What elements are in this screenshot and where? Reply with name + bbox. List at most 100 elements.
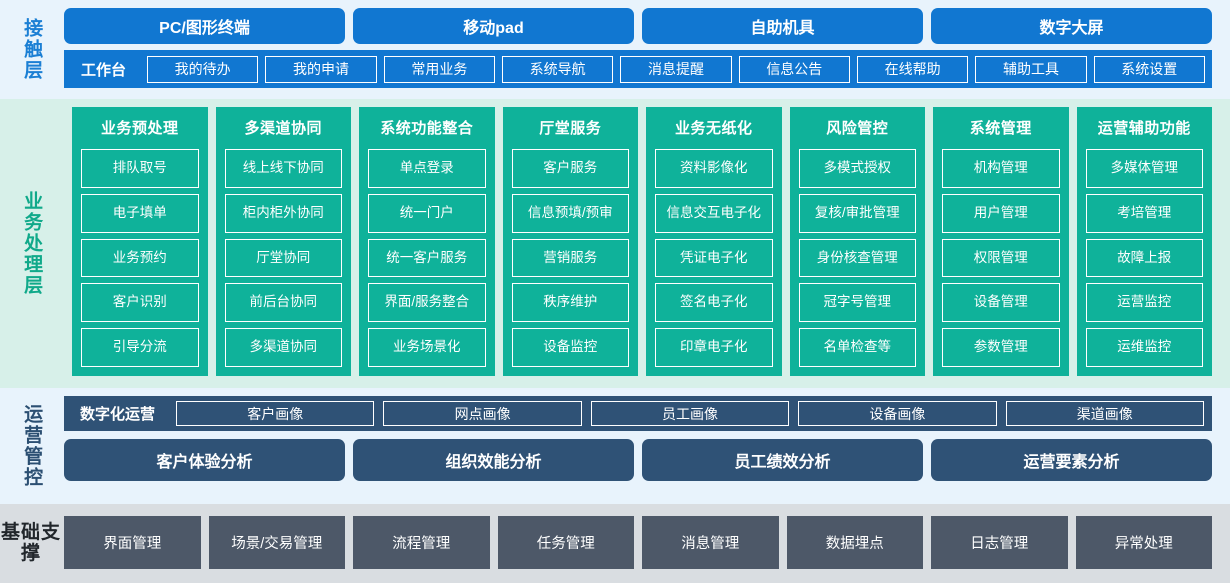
- operations-layer-side-label: 运营管控: [0, 388, 62, 504]
- base-item-data-tracking-label: 数据埋点: [825, 536, 884, 552]
- base-item-ui-management-label: 界面管理: [103, 536, 162, 552]
- business-column-lobby-service-title: 厅堂服务: [539, 120, 602, 137]
- base-item-data-tracking[interactable]: 数据埋点: [786, 516, 923, 569]
- business-column-system-integration: 系统功能整合 单点登录 统一门户 统一客户服务 界面/服务整合 业务场景化: [359, 107, 495, 376]
- business-item[interactable]: 业务场景化: [368, 328, 486, 367]
- analysis-item-customer-experience[interactable]: 客户体验分析: [64, 439, 345, 481]
- business-column-risk-control-title: 风险管控: [826, 120, 889, 137]
- business-item[interactable]: 参数管理: [942, 328, 1060, 367]
- business-item[interactable]: 多媒体管理: [1085, 149, 1203, 188]
- base-item-message-management[interactable]: 消息管理: [642, 516, 779, 569]
- business-column-multichannel: 多渠道协同 线上线下协同 柜内柜外协同 厅堂协同 前后台协同 多渠道协同: [215, 107, 351, 376]
- channel-row: PC/图形终端 移动pad 自助机具 数字大屏: [64, 8, 1212, 44]
- digital-operations-row: 数字化运营 客户画像 网点画像 员工画像 设备画像 渠道画像: [64, 396, 1212, 431]
- business-item[interactable]: 资料影像化: [655, 149, 773, 188]
- business-item[interactable]: 信息预填/预审: [511, 193, 629, 233]
- contact-layer: 接触层 PC/图形终端 移动pad 自助机具 数字大屏 工作台 我的待办 我的申…: [0, 0, 1230, 99]
- portrait-item-employee[interactable]: 员工画像: [590, 401, 790, 426]
- workbench-item-settings[interactable]: 系统设置: [1093, 55, 1205, 83]
- analysis-item-employee-performance[interactable]: 员工绩效分析: [642, 439, 923, 481]
- business-item[interactable]: 线上线下协同: [224, 149, 342, 188]
- business-item[interactable]: 多渠道协同: [224, 328, 342, 367]
- workbench-item-my-application-label: 我的申请: [293, 61, 349, 77]
- business-item[interactable]: 设备管理: [942, 283, 1060, 323]
- analysis-item-organization-efficiency[interactable]: 组织效能分析: [353, 439, 634, 481]
- portrait-item-channel[interactable]: 渠道画像: [1005, 401, 1204, 426]
- business-item[interactable]: 印章电子化: [655, 328, 773, 367]
- business-item[interactable]: 信息交互电子化: [655, 193, 773, 233]
- portrait-item-customer[interactable]: 客户画像: [176, 401, 375, 426]
- business-item[interactable]: 秩序维护: [511, 283, 629, 323]
- base-item-scene-transaction-management-label: 场景/交易管理: [231, 536, 323, 552]
- business-item[interactable]: 故障上报: [1085, 238, 1203, 278]
- channel-digital-screen[interactable]: 数字大屏: [931, 8, 1212, 44]
- business-item[interactable]: 身份核查管理: [798, 238, 916, 278]
- business-item[interactable]: 排队取号: [81, 149, 199, 188]
- channel-digital-screen-label: 数字大屏: [1039, 20, 1104, 37]
- business-item[interactable]: 电子填单: [81, 193, 199, 233]
- business-item[interactable]: 签名电子化: [655, 283, 773, 323]
- business-item[interactable]: 前后台协同: [224, 283, 342, 323]
- business-column-pre-processing-title: 业务预处理: [100, 120, 179, 137]
- channel-pc[interactable]: PC/图形终端: [64, 8, 345, 44]
- operations-layer: 运营管控 数字化运营 客户画像 网点画像 员工画像 设备画像 渠道画像 客户体验…: [0, 388, 1230, 504]
- contact-layer-side-label: 接触层: [0, 0, 62, 99]
- business-column-system-integration-title: 系统功能整合: [380, 120, 474, 137]
- business-column-operation-support: 运营辅助功能 多媒体管理 考培管理 故障上报 运营监控 运维监控: [1076, 107, 1212, 376]
- business-item[interactable]: 多模式授权: [798, 149, 916, 188]
- business-item[interactable]: 柜内柜外协同: [224, 193, 342, 233]
- business-item[interactable]: 名单检查等: [798, 328, 916, 367]
- business-item[interactable]: 客户识别: [81, 283, 199, 323]
- workbench-item-online-help[interactable]: 在线帮助: [856, 55, 969, 83]
- analysis-item-customer-experience-label: 客户体验分析: [156, 454, 253, 471]
- business-item[interactable]: 冠字号管理: [798, 283, 916, 323]
- analysis-item-organization-efficiency-label: 组织效能分析: [445, 454, 542, 471]
- analysis-item-operation-factor[interactable]: 运营要素分析: [931, 439, 1212, 481]
- analysis-item-employee-performance-label: 员工绩效分析: [734, 454, 831, 471]
- workbench-item-settings-label: 系统设置: [1121, 61, 1178, 77]
- workbench-item-my-todo[interactable]: 我的待办: [147, 55, 259, 83]
- contact-layer-body: PC/图形终端 移动pad 自助机具 数字大屏 工作台 我的待办 我的申请 常用…: [62, 0, 1230, 99]
- business-item[interactable]: 客户服务: [511, 149, 629, 188]
- business-item[interactable]: 机构管理: [942, 149, 1060, 188]
- business-item[interactable]: 业务预约: [81, 238, 199, 278]
- business-item[interactable]: 引导分流: [81, 328, 199, 367]
- base-item-task-management-label: 任务管理: [536, 536, 595, 552]
- workbench-item-tools-label: 辅助工具: [1002, 61, 1059, 77]
- workbench-item-common-business[interactable]: 常用业务: [383, 55, 495, 83]
- business-item[interactable]: 凭证电子化: [655, 238, 773, 278]
- business-item[interactable]: 权限管理: [942, 238, 1060, 278]
- base-item-process-management[interactable]: 流程管理: [353, 516, 490, 569]
- base-item-exception-handling[interactable]: 异常处理: [1075, 516, 1212, 569]
- business-item[interactable]: 界面/服务整合: [368, 283, 486, 323]
- workbench-item-system-navigation[interactable]: 系统导航: [502, 55, 614, 83]
- business-item[interactable]: 复核/审批管理: [798, 193, 916, 233]
- business-item[interactable]: 考培管理: [1085, 193, 1203, 233]
- business-item[interactable]: 运营监控: [1085, 283, 1203, 323]
- base-item-ui-management[interactable]: 界面管理: [64, 516, 201, 569]
- workbench-item-tools[interactable]: 辅助工具: [975, 55, 1087, 83]
- workbench-item-my-todo-label: 我的待办: [174, 61, 231, 77]
- portrait-item-branch[interactable]: 网点画像: [383, 401, 582, 426]
- portrait-item-device[interactable]: 设备画像: [798, 401, 997, 426]
- business-item[interactable]: 统一门户: [368, 193, 486, 233]
- business-item[interactable]: 统一客户服务: [368, 238, 486, 278]
- business-item[interactable]: 运维监控: [1085, 328, 1203, 367]
- business-item[interactable]: 单点登录: [368, 149, 486, 188]
- channel-self-service[interactable]: 自助机具: [642, 8, 923, 44]
- workbench-item-message-alert[interactable]: 消息提醒: [620, 55, 732, 83]
- channel-mobile-pad[interactable]: 移动pad: [353, 8, 634, 44]
- workbench-item-my-application[interactable]: 我的申请: [265, 55, 377, 83]
- base-item-exception-handling-label: 异常处理: [1114, 536, 1173, 552]
- business-item[interactable]: 营销服务: [511, 238, 629, 278]
- workbench-item-announcement[interactable]: 信息公告: [738, 55, 850, 83]
- base-item-scene-transaction-management[interactable]: 场景/交易管理: [208, 516, 345, 569]
- base-item-log-management[interactable]: 日志管理: [931, 516, 1068, 569]
- workbench-item-online-help-label: 在线帮助: [884, 61, 941, 77]
- business-item[interactable]: 用户管理: [942, 193, 1060, 233]
- digital-operations-title: 数字化运营: [80, 406, 156, 423]
- base-item-task-management[interactable]: 任务管理: [497, 516, 634, 569]
- business-layer-body: 业务预处理 排队取号 电子填单 业务预约 客户识别 引导分流 多渠道协同 线上线…: [62, 99, 1230, 388]
- business-item[interactable]: 厅堂协同: [224, 238, 342, 278]
- business-item[interactable]: 设备监控: [511, 328, 629, 367]
